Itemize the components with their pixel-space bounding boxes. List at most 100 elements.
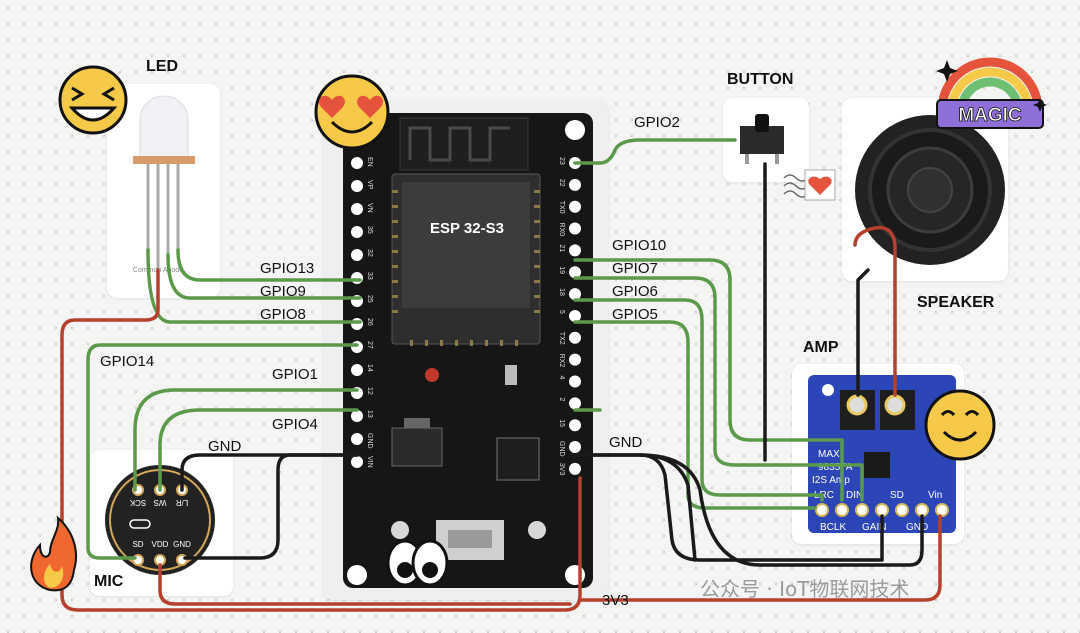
label-gpio14: GPIO14 bbox=[100, 353, 155, 370]
board-pin-label-right-21: 21 bbox=[558, 244, 565, 252]
board-pin-label-right-3v3: 3V3 bbox=[558, 463, 565, 476]
board-title: ESP 32-S3 bbox=[430, 220, 504, 237]
board-pin-label-right-rx2: RX2 bbox=[558, 354, 565, 368]
board-pin-right-rx2 bbox=[569, 353, 581, 366]
speaker-component bbox=[855, 115, 1005, 265]
mic-pin-ws: WS bbox=[154, 498, 167, 507]
amp-chip-line2: 98357A bbox=[818, 462, 853, 473]
board-pin-label-right-tx0: TX0 bbox=[558, 201, 565, 214]
board-pin-right-rx0 bbox=[569, 222, 581, 235]
board-pin-left-14 bbox=[351, 364, 363, 376]
amp-pin-vin: Vin bbox=[928, 490, 942, 501]
led-component: Common Anode bbox=[133, 95, 195, 274]
board-pin-label-right-22: 22 bbox=[558, 179, 565, 187]
board-pin-right-15 bbox=[569, 419, 581, 432]
board-pin-label-right-15: 15 bbox=[558, 419, 565, 427]
power-wires bbox=[60, 225, 942, 612]
amp-pin-sd: SD bbox=[890, 490, 904, 501]
button-title: BUTTON bbox=[727, 71, 794, 88]
ground-wires bbox=[180, 162, 924, 567]
board-pin-right-tx0 bbox=[569, 200, 581, 213]
board-pin-right-3v3 bbox=[569, 462, 581, 475]
board-pin-label-left-13: 13 bbox=[366, 410, 373, 418]
label-gnd-right: GND bbox=[609, 434, 643, 451]
label-gpio13: GPIO13 bbox=[260, 260, 315, 277]
board-pin-left-33 bbox=[351, 272, 363, 284]
board-pin-label-left-25: 25 bbox=[366, 295, 373, 303]
amp-title: AMP bbox=[803, 339, 839, 356]
label-3v3: 3V3 bbox=[602, 592, 629, 609]
board-pin-right-gnd bbox=[569, 441, 581, 454]
label-gpio1: GPIO1 bbox=[272, 366, 318, 383]
board-pin-left-vin bbox=[351, 456, 363, 468]
board-pin-left-gnd bbox=[351, 433, 363, 445]
board-pin-label-right-rx0: RX0 bbox=[558, 223, 565, 237]
board-pin-label-left-33: 33 bbox=[366, 272, 373, 280]
label-gpio7: GPIO7 bbox=[612, 260, 658, 277]
label-gpio2: GPIO2 bbox=[634, 114, 680, 131]
board-pin-left-en bbox=[351, 157, 363, 169]
board-pin-label-left-26: 26 bbox=[366, 318, 373, 326]
board-pin-label-left-vp: VP bbox=[366, 180, 373, 190]
amp-board: MAX 98357A I2S Amp LRC BCLK DIN GAIN SD … bbox=[808, 375, 956, 533]
mic-title: MIC bbox=[94, 573, 124, 590]
board-pin-right-19 bbox=[569, 266, 581, 279]
board-pin-right-22 bbox=[569, 178, 581, 191]
amp-pin-bclk: BCLK bbox=[820, 522, 846, 533]
board-pin-left-13 bbox=[351, 410, 363, 422]
board-pin-right-5 bbox=[569, 309, 581, 322]
board-pin-left-35 bbox=[351, 226, 363, 238]
label-gpio6: GPIO6 bbox=[612, 283, 658, 300]
led-title: LED bbox=[146, 58, 178, 75]
board-pin-label-left-en: EN bbox=[366, 157, 373, 167]
board-pin-label-left-32: 32 bbox=[366, 249, 373, 257]
board-pin-label-left-14: 14 bbox=[366, 364, 373, 372]
smile-emoji-icon bbox=[924, 389, 996, 461]
board-pin-right-21 bbox=[569, 244, 581, 257]
mic-pin-sck: SCK bbox=[129, 498, 146, 507]
eyes-emoji-icon bbox=[386, 539, 449, 587]
board-pin-label-right-tx2: TX2 bbox=[558, 332, 565, 345]
label-gpio4: GPIO4 bbox=[272, 416, 318, 433]
board-pin-right-2 bbox=[569, 397, 581, 410]
label-gpio9: GPIO9 bbox=[260, 283, 306, 300]
amp-pin-din: DIN bbox=[846, 490, 863, 501]
speaker-title: SPEAKER bbox=[917, 294, 995, 311]
heart-eyes-emoji-icon bbox=[314, 74, 390, 150]
label-gnd-left: GND bbox=[208, 438, 242, 455]
board-pin-left-vp bbox=[351, 180, 363, 192]
board-pin-right-tx2 bbox=[569, 331, 581, 344]
board-pin-label-left-27: 27 bbox=[366, 341, 373, 349]
board-pin-right-4 bbox=[569, 375, 581, 388]
label-gpio8: GPIO8 bbox=[260, 306, 306, 323]
watermark-text: 公众号 · IoT物联网技术 bbox=[700, 577, 910, 601]
board-pin-label-left-12: 12 bbox=[366, 387, 373, 395]
board-pin-label-left-vin: VIN bbox=[366, 456, 373, 468]
amp-pin-gain: GAIN bbox=[862, 522, 886, 533]
mic-pin-vdd: VDD bbox=[152, 540, 169, 549]
signal-wires bbox=[86, 138, 864, 560]
board-pin-left-27 bbox=[351, 341, 363, 353]
amp-pin-gnd: GND bbox=[906, 522, 928, 533]
magic-badge-text: MAGIC bbox=[958, 105, 1022, 126]
board-pin-label-left-gnd: GND bbox=[366, 433, 373, 449]
board-pin-label-right-23: 23 bbox=[558, 157, 565, 165]
board-pin-label-right-5: 5 bbox=[558, 310, 565, 314]
mic-pin-lr: L/R bbox=[176, 498, 189, 507]
amp-pin-lrc: LRC bbox=[814, 490, 834, 501]
board-pin-label-right-19: 19 bbox=[558, 266, 565, 274]
label-gpio10: GPIO10 bbox=[612, 237, 667, 254]
board-pin-left-32 bbox=[351, 249, 363, 261]
mic-pin-sd: SD bbox=[132, 540, 143, 549]
rainbow-icon: MAGIC bbox=[936, 57, 1047, 129]
board-pin-label-right-4: 4 bbox=[558, 376, 565, 380]
board-pin-label-left-35: 35 bbox=[366, 226, 373, 234]
amp-chip-line1: MAX bbox=[818, 449, 840, 460]
heart-stamp-icon bbox=[783, 169, 836, 201]
fire-emoji-icon bbox=[30, 515, 77, 592]
board-pin-label-right-gnd: GND bbox=[558, 441, 565, 457]
board-pin-label-right-2: 2 bbox=[558, 397, 565, 401]
board-pin-label-left-vn: VN bbox=[366, 203, 373, 213]
board-pin-right-18 bbox=[569, 288, 581, 301]
